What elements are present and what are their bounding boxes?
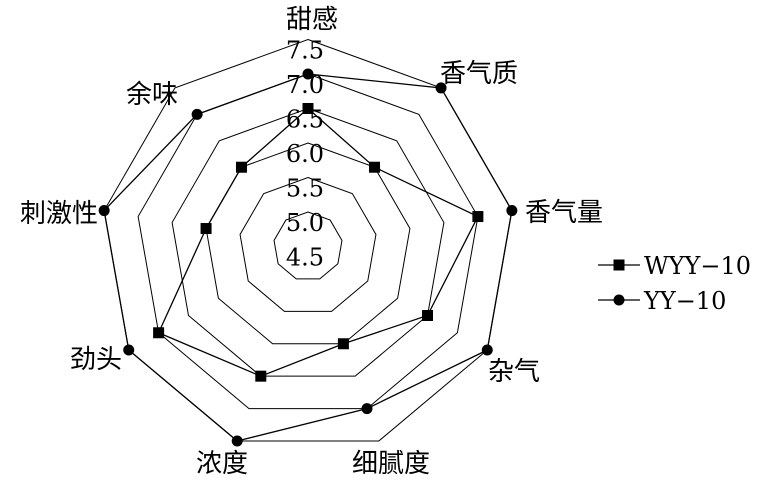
data-point-circle <box>231 435 243 447</box>
grid-ring <box>137 73 479 410</box>
legend-marker-square <box>613 259 625 271</box>
data-point-square <box>200 223 212 235</box>
axis-label: 细腻度 <box>352 449 430 479</box>
axis-label: 余味 <box>126 80 178 110</box>
tick-label: 4.5 <box>286 244 324 272</box>
series-line-0 <box>157 107 479 377</box>
data-point-square <box>472 211 484 223</box>
data-point-square <box>337 338 349 350</box>
data-point-square <box>255 370 267 382</box>
legend-marker-circle <box>613 294 625 306</box>
data-point-circle <box>98 205 110 217</box>
data-point-square <box>369 161 381 173</box>
axis-label: 香气量 <box>525 198 603 228</box>
data-point-square <box>302 103 314 114</box>
data-point-circle <box>361 403 373 415</box>
legend-label: WYY−10 <box>644 252 751 280</box>
tick-label: 7.5 <box>286 37 324 65</box>
data-point-circle <box>123 344 135 356</box>
series-line-1 <box>103 73 513 442</box>
tick-label: 6.0 <box>286 140 324 168</box>
grid-ring <box>171 107 445 377</box>
axis-label: 劲头 <box>70 345 122 375</box>
axis-label: 刺激性 <box>20 199 98 229</box>
data-point-square <box>153 327 165 339</box>
axis-label: 甜感 <box>286 5 338 35</box>
tick-label: 5.0 <box>286 209 324 237</box>
axis-label: 香气质 <box>440 59 518 89</box>
data-point-square <box>235 161 247 173</box>
data-point-circle <box>191 108 203 120</box>
legend-label: YY−10 <box>643 287 726 315</box>
grid-ring <box>273 211 343 280</box>
data-point-circle <box>481 344 493 356</box>
axis-label: 浓度 <box>196 449 248 479</box>
tick-label: 5.5 <box>286 175 324 203</box>
data-point-circle <box>435 82 447 94</box>
axis-label: 杂气 <box>488 357 540 387</box>
grid-ring <box>239 176 377 312</box>
data-point-circle <box>506 205 518 217</box>
data-point-square <box>422 310 434 321</box>
data-point-circle <box>302 68 314 80</box>
